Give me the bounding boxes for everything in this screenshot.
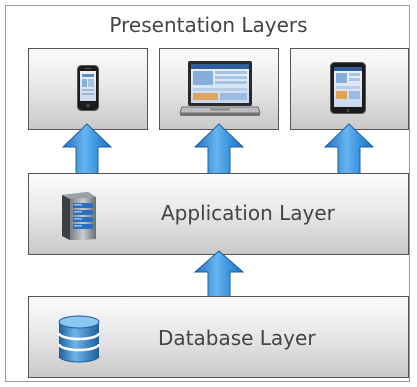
laptop-icon — [179, 61, 261, 116]
smartphone-icon — [77, 65, 99, 111]
arrow-up-icon — [193, 123, 245, 176]
arrow-up-icon — [61, 123, 113, 176]
application-layer-label: Application Layer — [161, 201, 335, 225]
arrow-up-icon — [323, 123, 375, 176]
presentation-layers-title: Presentation Layers — [109, 13, 308, 37]
database-icon — [57, 315, 101, 363]
tablet-icon — [330, 62, 366, 114]
server-icon — [62, 192, 96, 240]
arrow-up-icon — [193, 250, 245, 299]
database-layer-label: Database Layer — [158, 326, 316, 350]
